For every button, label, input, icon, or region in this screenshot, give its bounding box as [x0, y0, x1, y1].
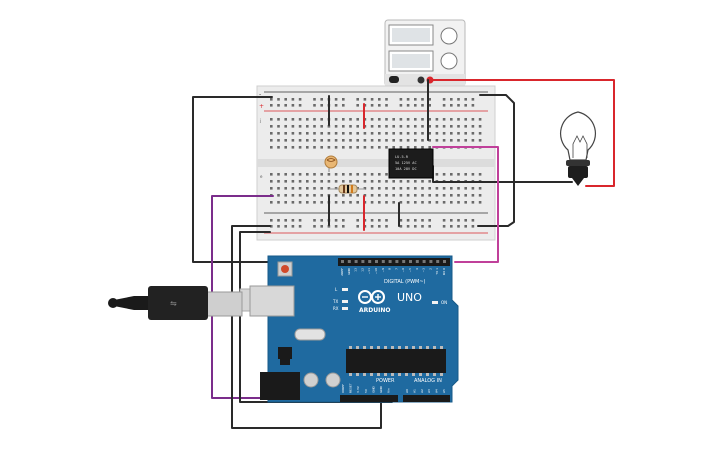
digital-pin-label: ~6	[401, 268, 405, 273]
digital-pin[interactable]	[381, 260, 385, 263]
digital-pin-label: ~10	[374, 268, 378, 274]
power-pin-label: RESET	[349, 383, 353, 393]
analog-pin-label: A2	[420, 389, 424, 393]
digital-pin-label: 13	[354, 268, 358, 272]
power-pin-label: 5V	[364, 388, 368, 393]
row-label-j: j	[259, 118, 261, 123]
digital-pin[interactable]	[368, 260, 372, 263]
digital-pin-label: 2	[428, 268, 432, 270]
breadboard[interactable]: + - j e	[256, 85, 496, 241]
power-switch[interactable]	[389, 76, 399, 83]
model-label: UNO	[397, 291, 422, 304]
l-led	[342, 288, 348, 291]
reset-button-cap-icon[interactable]	[281, 265, 289, 273]
light-bulb-icon[interactable]	[559, 111, 597, 186]
power-pin-label: GND	[371, 385, 375, 393]
digital-header[interactable]	[338, 258, 450, 266]
digital-pin-label: 4	[415, 268, 419, 270]
on-label: ON	[441, 300, 447, 305]
digital-pin-label: ~5	[408, 268, 412, 273]
tx-label: TX	[332, 299, 338, 304]
brand-label: ARDUINO	[359, 307, 390, 314]
voltage-knob-icon[interactable]	[440, 27, 458, 45]
analog-pin-label: A3	[427, 389, 431, 393]
wire-black-bottom-1[interactable]	[231, 225, 382, 429]
negative-terminal-icon[interactable]	[417, 76, 425, 84]
capacitor-1-icon	[303, 372, 319, 388]
power-pin-label: 3.3V	[356, 385, 360, 393]
digital-label: DIGITAL (PWM~)	[384, 279, 426, 285]
power-pin-label: Vin	[387, 388, 391, 393]
digital-pin[interactable]	[395, 260, 399, 263]
digital-pin[interactable]	[422, 260, 426, 263]
digital-pin[interactable]	[341, 260, 344, 263]
l-label: L	[335, 287, 338, 292]
digital-pin[interactable]	[354, 260, 358, 263]
relay-label-2: 5A 125V AC	[395, 161, 417, 165]
digital-pin-label: ~11	[367, 268, 371, 274]
on-led	[432, 301, 438, 304]
power-header[interactable]	[340, 395, 398, 402]
digital-pin-label: TX 1	[435, 268, 439, 276]
digital-pin[interactable]	[429, 260, 433, 263]
crystal	[294, 328, 326, 341]
digital-pin[interactable]	[436, 260, 440, 263]
digital-pin-label: AREF	[340, 268, 344, 276]
digital-pin[interactable]	[415, 260, 419, 263]
digital-pin[interactable]	[375, 260, 378, 263]
analog-pin-label: A0	[405, 389, 409, 393]
voltage-regulator	[278, 347, 292, 359]
digital-pin[interactable]	[388, 260, 392, 263]
digital-pin-label: 8	[388, 268, 392, 270]
digital-pin[interactable]	[443, 260, 446, 263]
relay-label-3: 10A 28V DC	[395, 167, 417, 171]
current-display	[392, 54, 430, 68]
power-pin-label: GND	[379, 385, 383, 393]
digital-pin[interactable]	[402, 260, 406, 263]
rx-label: RX	[333, 306, 339, 311]
current-knob-icon[interactable]	[440, 52, 458, 70]
wire-red-lamp[interactable]	[431, 79, 615, 187]
voltage-display	[392, 28, 430, 42]
usb-jack	[249, 285, 295, 317]
tx-led	[342, 300, 348, 303]
analog-label: ANALOG IN	[414, 378, 442, 384]
digital-pin-label: ~3	[422, 268, 426, 273]
power-supply[interactable]	[384, 19, 466, 87]
relay-label-1: LU-5-R	[395, 155, 409, 159]
digital-pin-label: 7	[394, 268, 398, 270]
resistor[interactable]	[329, 184, 365, 194]
analog-header[interactable]	[403, 395, 450, 402]
analog-pin-label: A4	[435, 389, 439, 393]
digital-pin[interactable]	[409, 260, 412, 263]
power-pin-label: IOREF	[341, 384, 345, 393]
dc-jack	[260, 372, 300, 400]
relay[interactable]: LU-5-R 5A 125V AC 10A 28V DC	[388, 148, 434, 179]
usb-icon: ⇋	[170, 299, 177, 308]
analog-pin-label: A5	[442, 389, 446, 393]
wire-magenta[interactable]	[432, 146, 499, 263]
digital-pin-label: GND	[347, 267, 351, 275]
minus-sign-top: -	[259, 91, 261, 98]
wire-black-right[interactable]	[477, 94, 515, 227]
rx-led	[342, 307, 348, 310]
power-label: POWER	[376, 378, 395, 384]
capacitor-2-icon	[325, 372, 341, 388]
arduino-logo-icon	[358, 290, 385, 304]
digital-pin[interactable]	[361, 260, 365, 263]
photoresistor[interactable]	[324, 155, 338, 172]
atmega-chip	[346, 349, 446, 373]
plus-sign-top: +	[259, 103, 264, 110]
row-label-e: e	[260, 174, 263, 179]
digital-pin-label: RX 0	[442, 268, 446, 275]
digital-pin-label: ~9	[381, 268, 385, 273]
digital-pin-label: 12	[360, 268, 364, 272]
digital-pin[interactable]	[347, 260, 351, 263]
analog-pin-label: A1	[412, 389, 416, 393]
